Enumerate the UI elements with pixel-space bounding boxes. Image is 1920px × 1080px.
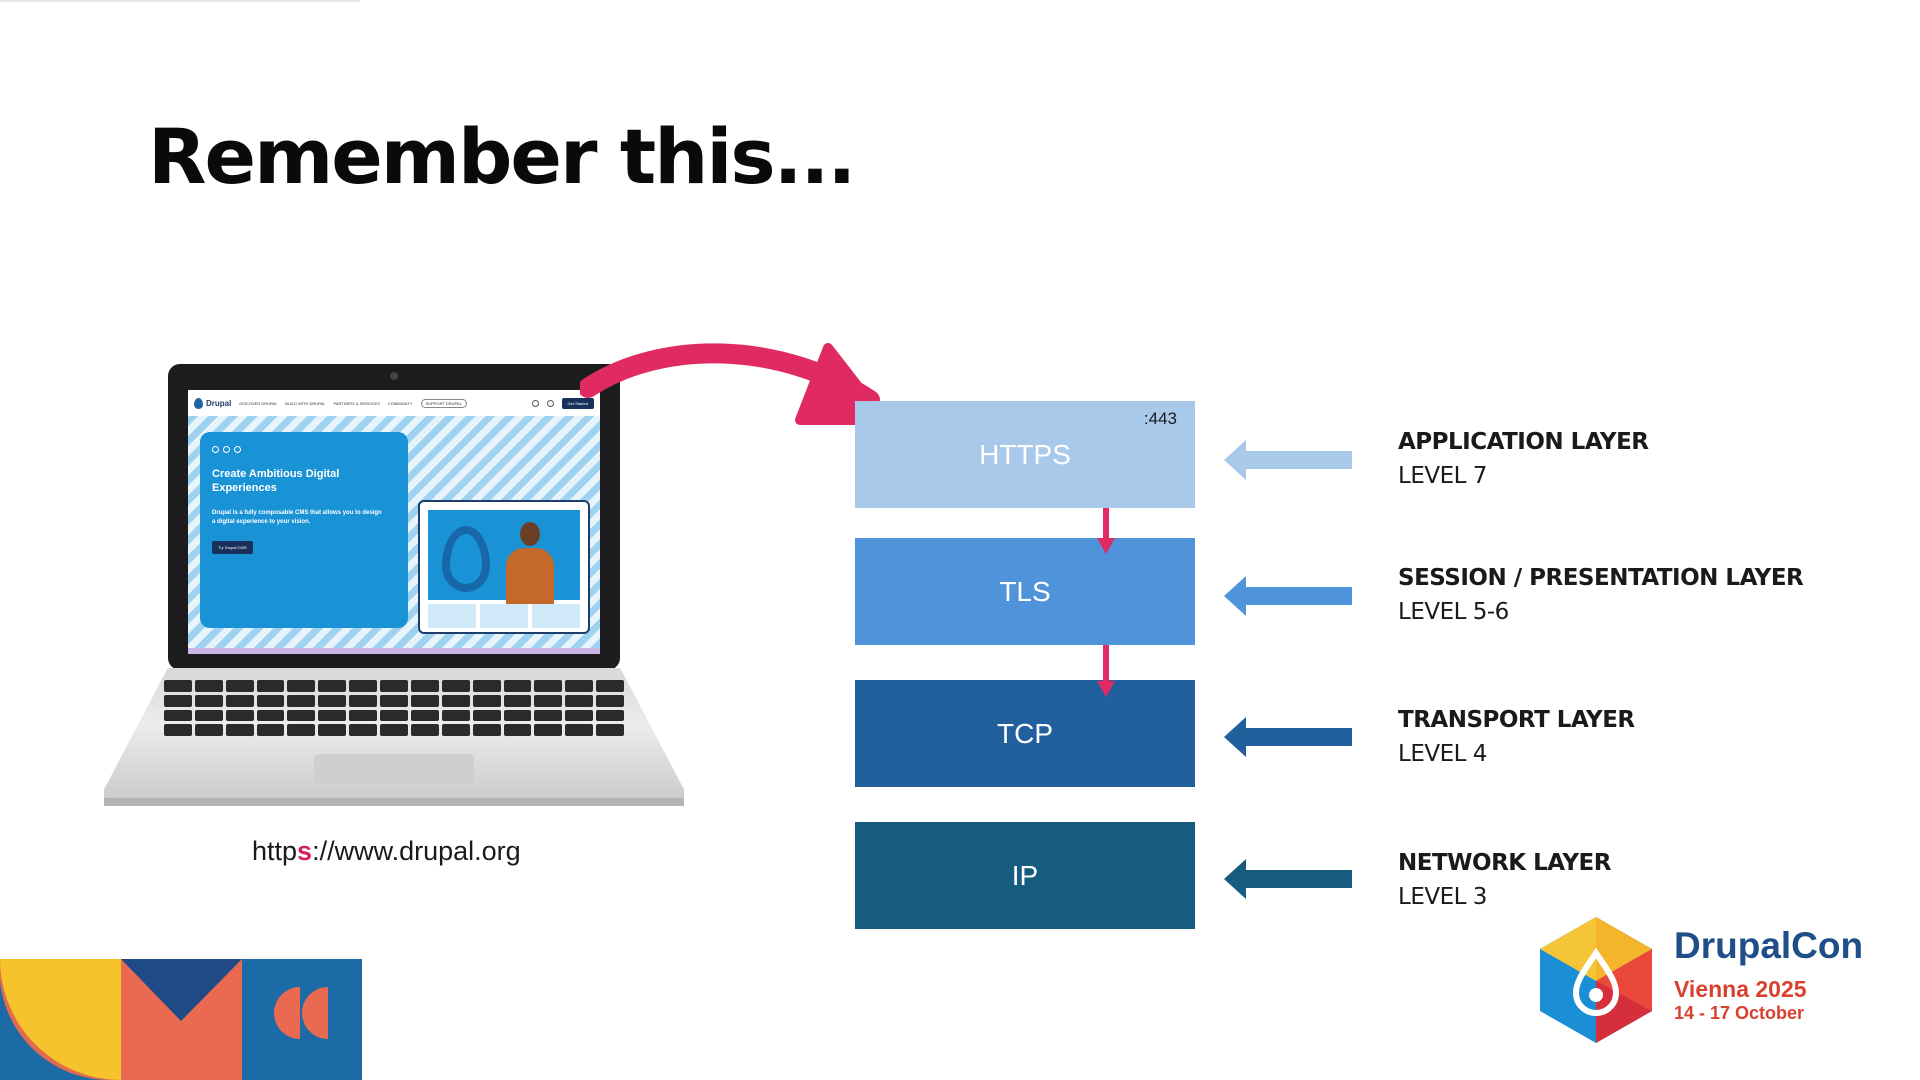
drupalcon-city: Vienna 2025 — [1674, 976, 1807, 1003]
osi-label-transport: TRANSPORT LAYER LEVEL 4 — [1398, 703, 1635, 771]
layer-tcp: TCP — [855, 680, 1195, 787]
user-icon — [547, 400, 554, 407]
site-navbar: Drupal DISCOVER DRUPAL BUILD WITH DRUPAL… — [188, 390, 600, 416]
nav-item-discover: DISCOVER DRUPAL — [239, 401, 277, 406]
port-label: :443 — [1144, 409, 1177, 429]
layer-tls-label: TLS — [999, 576, 1050, 608]
hero-button: Try Drupal CMS — [212, 541, 253, 554]
layer-tcp-label: TCP — [997, 718, 1053, 750]
drupalcon-name: DrupalCon — [1674, 925, 1863, 967]
left-arrow-icon — [1224, 576, 1352, 616]
laptop-base-lip — [104, 798, 684, 806]
osi-label-application: APPLICATION LAYER LEVEL 7 — [1398, 425, 1649, 493]
drupalcon-dates: 14 - 17 October — [1674, 1003, 1804, 1024]
osi-name: TRANSPORT LAYER — [1398, 703, 1635, 737]
url-suffix: ://www.drupal.org — [312, 836, 521, 866]
osi-label-network: NETWORK LAYER LEVEL 3 — [1398, 846, 1611, 914]
drupal-drop-icon — [194, 398, 203, 409]
left-arrow-icon — [1224, 859, 1352, 899]
laptop-lid: Drupal DISCOVER DRUPAL BUILD WITH DRUPAL… — [168, 364, 620, 670]
osi-name: APPLICATION LAYER — [1398, 425, 1649, 459]
panel-cells — [428, 604, 580, 628]
keyboard — [164, 680, 624, 736]
nav-item-build: BUILD WITH DRUPAL — [285, 401, 325, 406]
nav-item-community: COMMUNITY — [388, 401, 413, 406]
osi-name: NETWORK LAYER — [1398, 846, 1611, 880]
url-secure-s: s — [297, 836, 312, 866]
logo-text: Drupal — [206, 399, 231, 408]
layer-https-label: HTTPS — [979, 439, 1071, 471]
left-arrow-icon — [1224, 717, 1352, 757]
down-arrow-icon — [1097, 645, 1115, 697]
slide-title: Remember this... — [148, 112, 854, 201]
osi-label-session: SESSION / PRESENTATION LAYER LEVEL 5-6 — [1398, 561, 1803, 629]
hero-card: Create Ambitious Digital Experiences Dru… — [200, 432, 408, 628]
left-arrow-icon — [1224, 440, 1352, 480]
laptop-base — [104, 668, 684, 806]
hero-dots-icon — [212, 446, 396, 453]
webcam — [390, 372, 398, 380]
hero-photo — [428, 510, 580, 600]
trackpad — [314, 754, 474, 784]
hero-text: Drupal is a fully composable CMS that al… — [212, 509, 382, 527]
osi-level: LEVEL 7 — [1398, 459, 1649, 493]
down-arrow-icon — [1097, 508, 1115, 554]
person-head — [520, 522, 540, 546]
drupalcon-hexagon-icon — [1534, 915, 1658, 1045]
person-body — [506, 548, 554, 604]
nav-support-pill: SUPPORT DRUPAL — [421, 399, 467, 408]
curved-arrow-icon — [580, 330, 900, 440]
drupalcon-logo: DrupalCon Vienna 2025 14 - 17 October — [1534, 915, 1874, 1045]
drupal-logo: Drupal — [194, 398, 231, 409]
url-text: https://www.drupal.org — [252, 836, 521, 867]
hero-title: Create Ambitious Digital Experiences — [212, 467, 362, 495]
search-icon — [532, 400, 539, 407]
drupal-leaf-icon — [442, 526, 490, 592]
layer-tls: TLS — [855, 538, 1195, 645]
osi-level: LEVEL 3 — [1398, 880, 1611, 914]
osi-level: LEVEL 5-6 — [1398, 595, 1803, 629]
layer-ip-label: IP — [1012, 860, 1038, 892]
hero-image-panel — [418, 500, 590, 634]
osi-name: SESSION / PRESENTATION LAYER — [1398, 561, 1803, 595]
decorative-pattern-tile — [0, 959, 362, 1080]
laptop-screen: Drupal DISCOVER DRUPAL BUILD WITH DRUPAL… — [188, 390, 600, 654]
nav-item-partners: PARTNERS & SERVICES — [333, 401, 379, 406]
layer-ip: IP — [855, 822, 1195, 929]
osi-level: LEVEL 4 — [1398, 737, 1635, 771]
url-prefix: http — [252, 836, 297, 866]
top-rule — [0, 0, 360, 2]
layer-https: HTTPS :443 — [855, 401, 1195, 508]
site-footer-bar — [188, 648, 600, 654]
